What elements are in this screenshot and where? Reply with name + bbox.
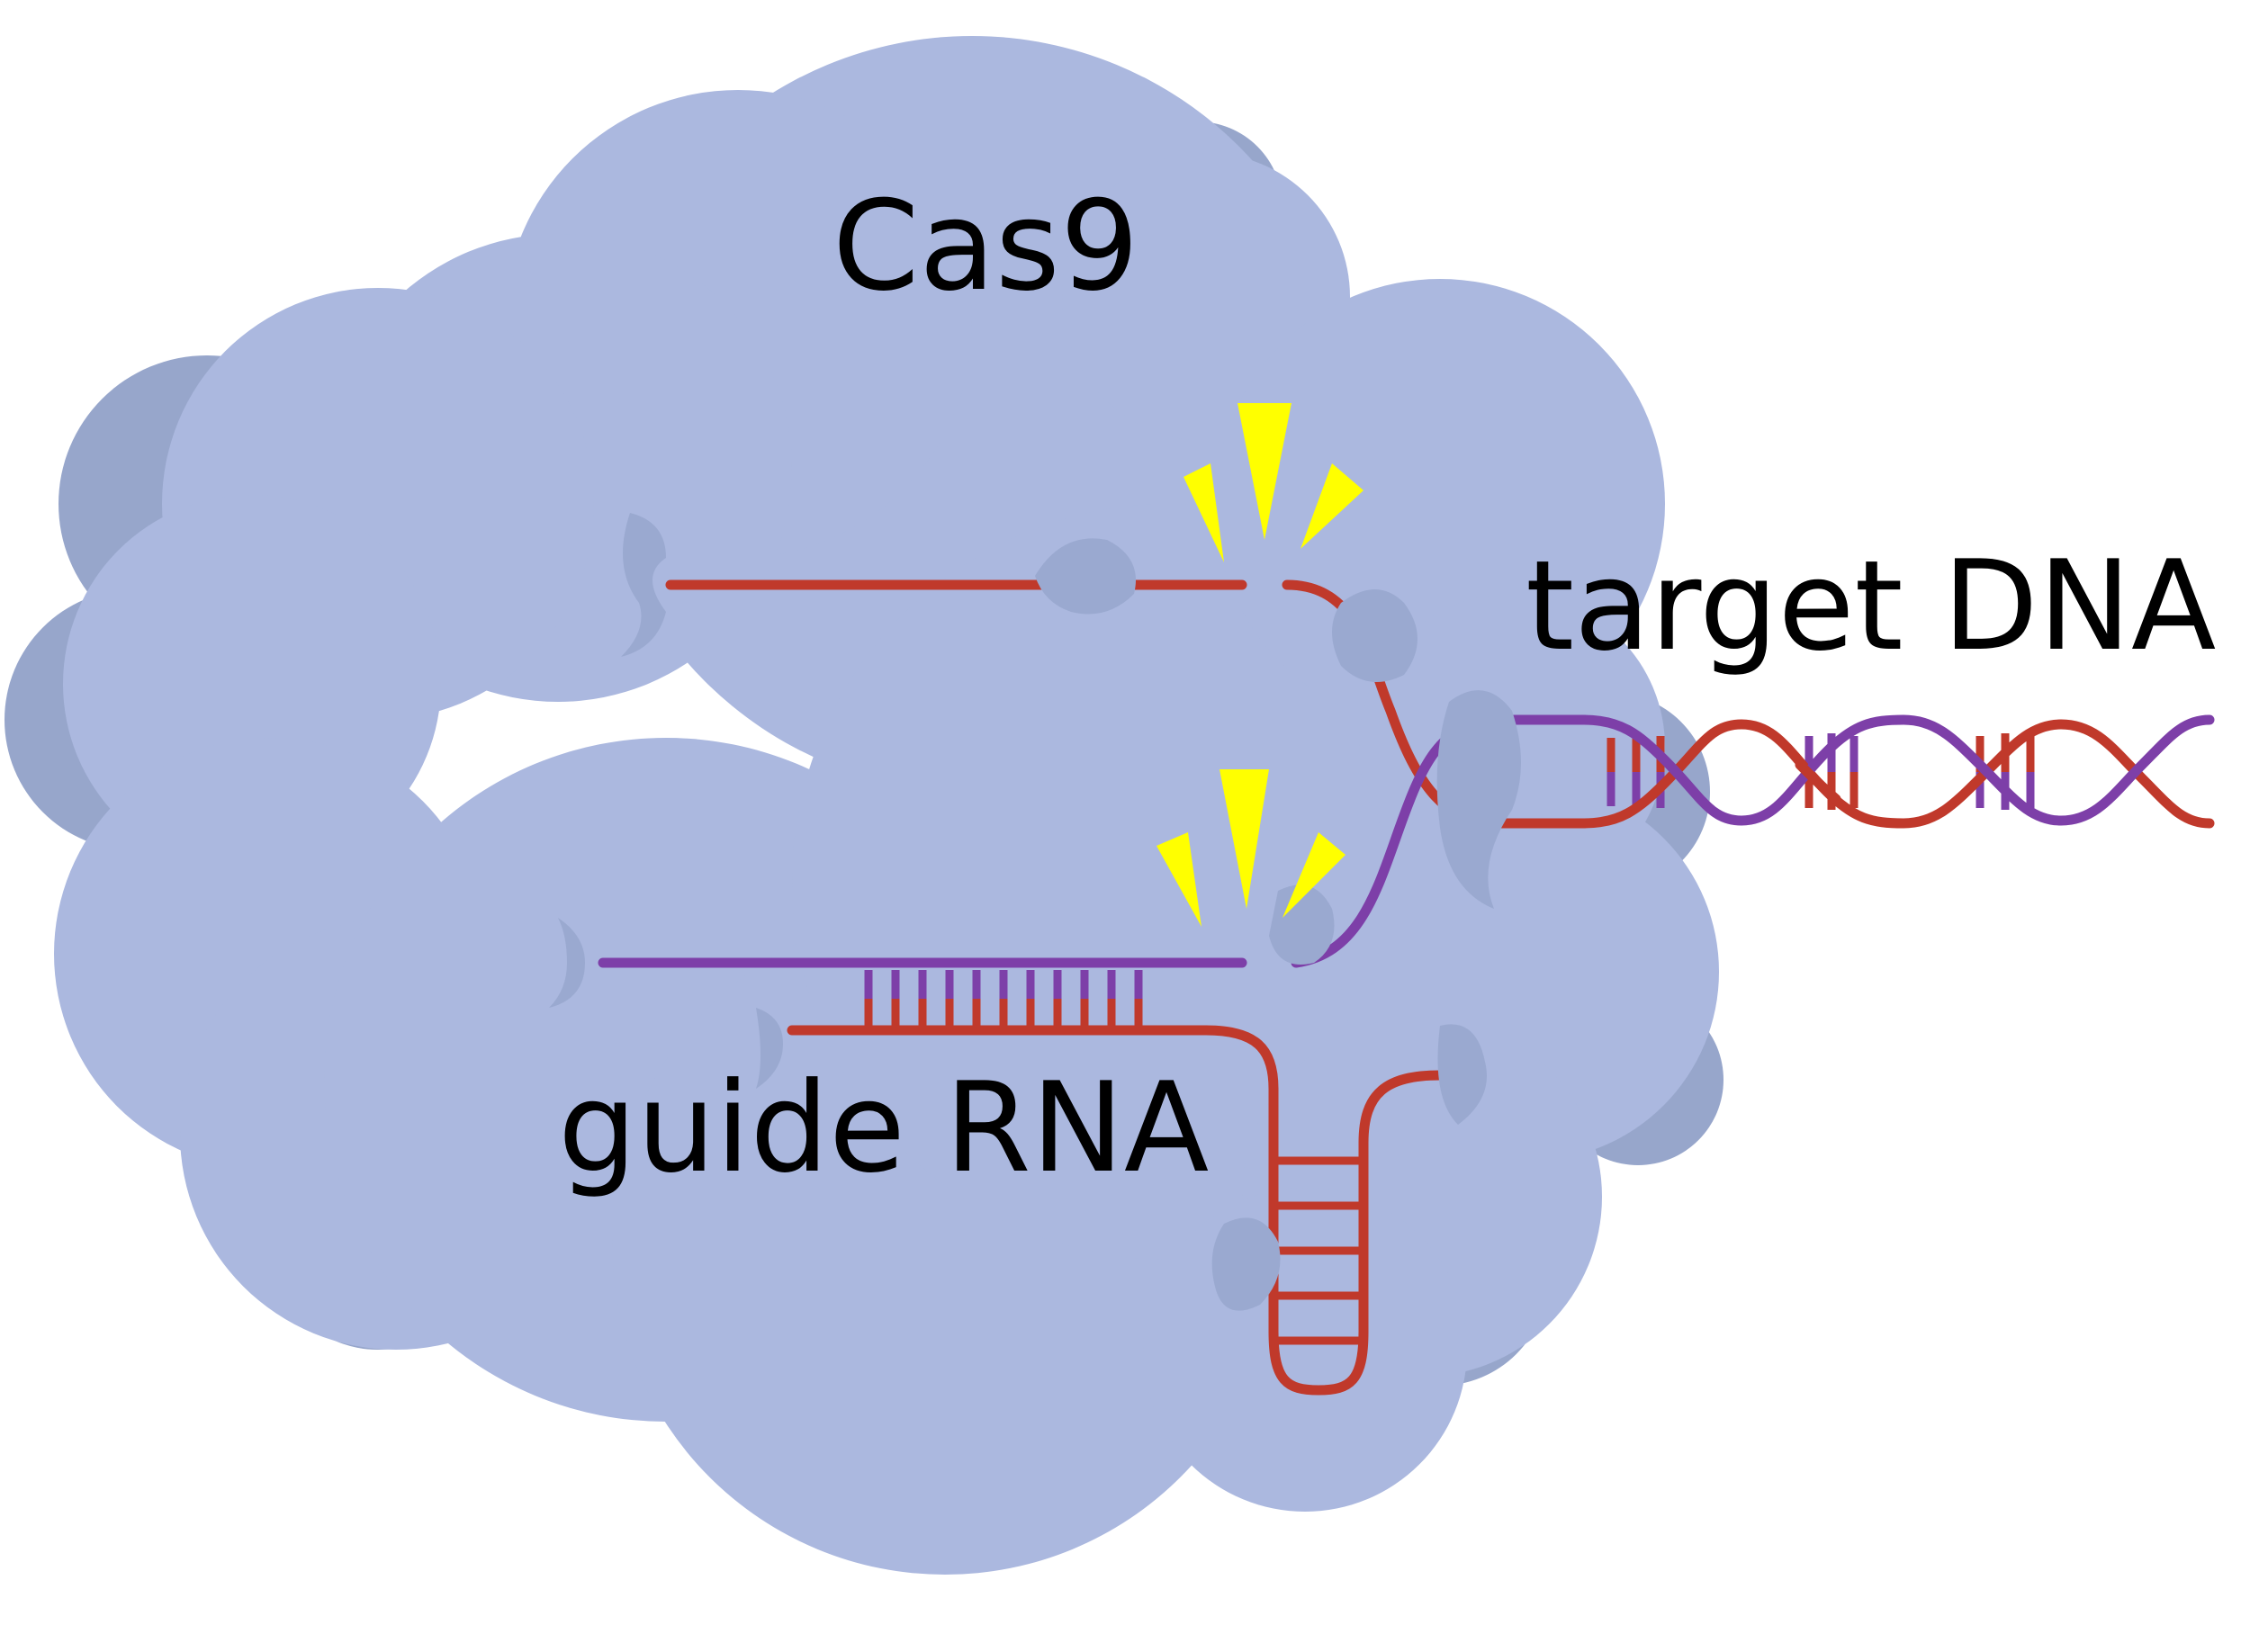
cas9-label: Cas9 xyxy=(832,174,1139,319)
helix-strand-red xyxy=(1579,719,2215,829)
guide-target-base-pairs xyxy=(864,970,1143,1026)
dna-double-helix xyxy=(1579,714,2215,829)
helix-rungs xyxy=(1606,733,2035,810)
guide-rna-strand xyxy=(787,1025,1445,1396)
helix-crossing xyxy=(1795,759,1841,804)
cut-site-marker-top xyxy=(1184,403,1364,562)
cut-site-marker-bottom xyxy=(1156,769,1346,927)
guide-rna-hairpin xyxy=(1274,1156,1364,1345)
helix-strand-purple xyxy=(1579,714,2215,826)
guide-rna-label: guide RNA xyxy=(558,1055,1210,1200)
target-dna-label: target DNA xyxy=(1526,534,2217,678)
cas9-protein-overlap xyxy=(549,513,1521,1311)
